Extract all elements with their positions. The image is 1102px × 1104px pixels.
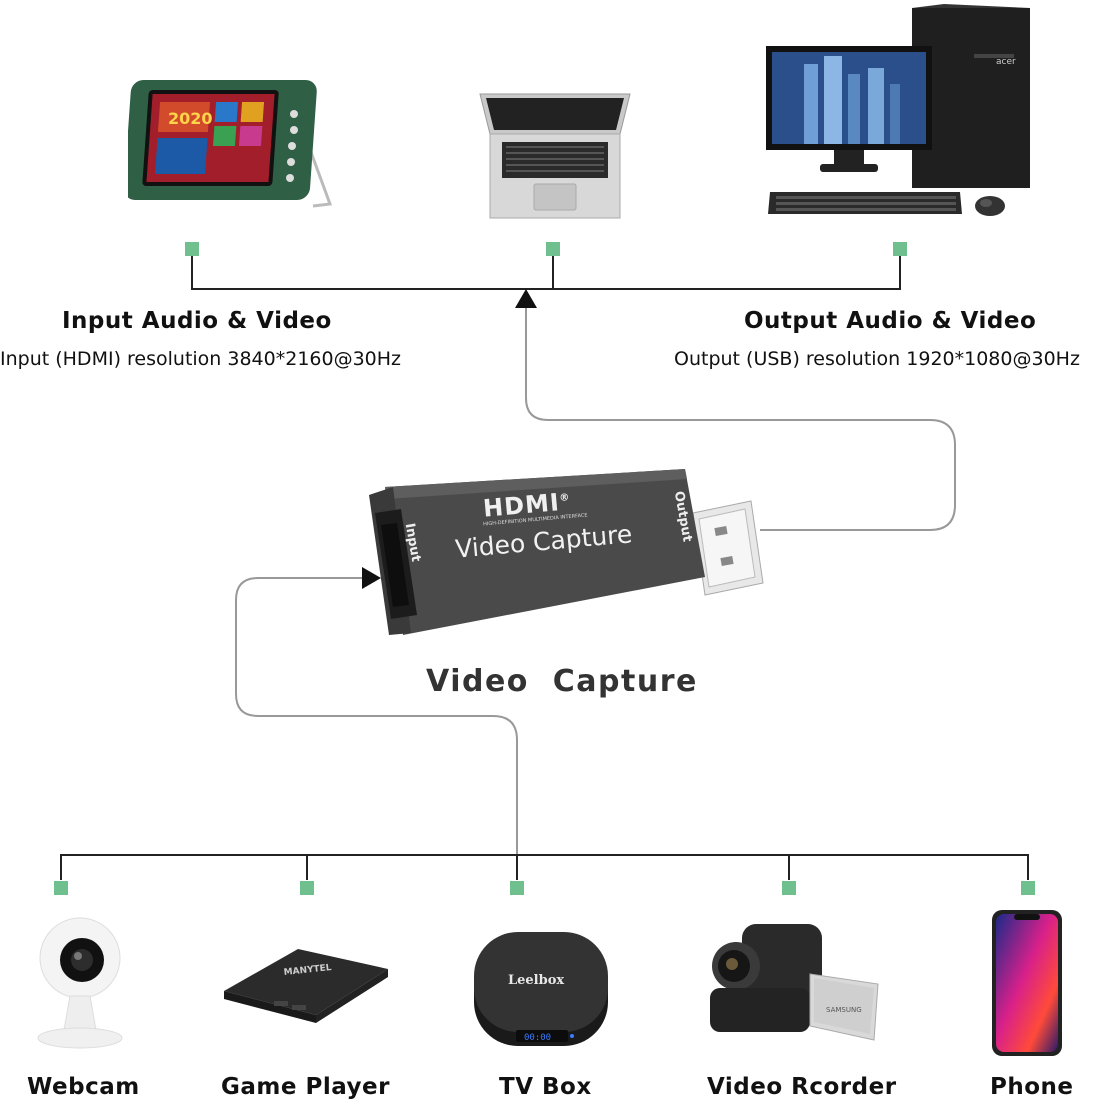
node-phone [1021,881,1035,895]
phone-icon [992,910,1062,1056]
laptop-icon [479,93,631,219]
node-webcam [54,881,68,895]
node-portable-tv [185,242,199,256]
node-tv-box [510,881,524,895]
node-game-player [300,881,314,895]
input-arrow [362,567,381,589]
video-recorder-icon: SAMSUNG [710,924,879,1041]
portable-tv-icon: 2020 [128,80,333,208]
top-bus [191,256,901,290]
svg-text:acer: acer [996,57,1016,67]
label-tv-box: TV Box [499,1074,592,1100]
svg-text:2020: 2020 [168,109,213,128]
webcam-icon [37,917,123,1049]
output-arrow [515,289,537,308]
tv-box-icon: Leelbox 00:00 [474,932,608,1046]
capture-device: HDMI® HIGH-DEFINITION MULTIMEDIA INTERFA… [365,465,765,640]
label-webcam: Webcam [27,1074,140,1100]
tv-box-display: 00:00 [524,1033,551,1043]
label-phone: Phone [990,1074,1074,1100]
game-player-icon: MANYTEL [224,949,388,1023]
label-game-player: Game Player [221,1074,390,1100]
node-desktop-pc [893,242,907,256]
input-section-subtitle: Input (HDMI) resolution 3840*2160@30Hz [0,348,402,370]
node-video-recorder [782,881,796,895]
input-cable [235,577,518,858]
output-section-subtitle: Output (USB) resolution 1920*1080@30Hz [674,348,1080,370]
capture-device-body [369,469,764,635]
label-video-recorder: Video Rcorder [707,1074,897,1100]
hdmi-logo-mark: ® [558,492,571,505]
node-laptop [546,242,560,256]
desktop-pc-icon: acer [766,4,1030,216]
input-section-title: Input Audio & Video [62,308,332,334]
capture-caption: Video Capture [426,664,698,699]
bottom-bus [60,854,1029,880]
output-section-title: Output Audio & Video [744,308,1037,334]
video-recorder-brand: SAMSUNG [826,1006,862,1014]
output-cable [525,305,956,531]
tv-box-brand: Leelbox [508,973,564,988]
